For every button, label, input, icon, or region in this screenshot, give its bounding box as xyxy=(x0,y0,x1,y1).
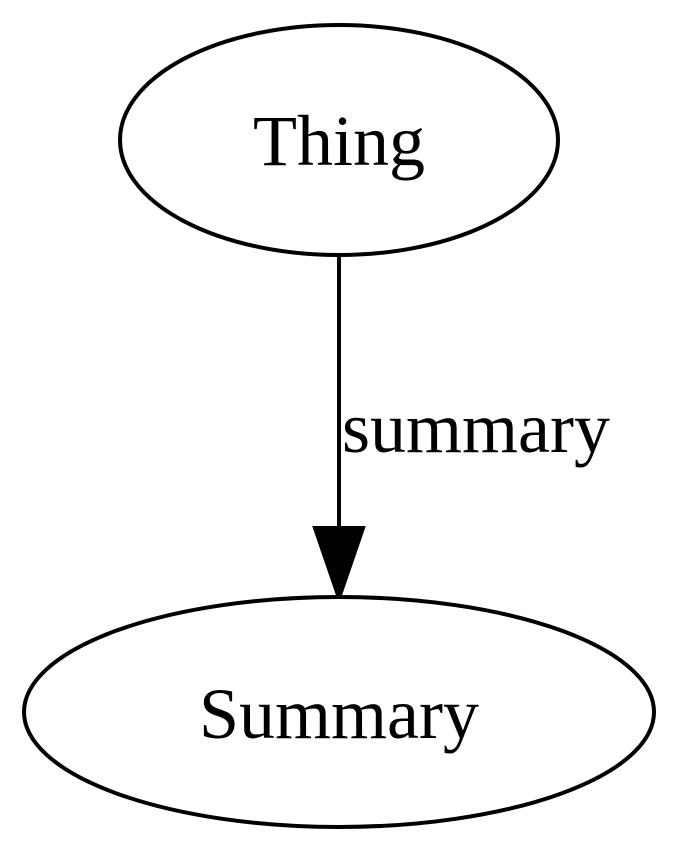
node-thing[interactable]: Thing xyxy=(118,23,560,257)
arrowhead-icon xyxy=(312,526,366,605)
node-thing-label: Thing xyxy=(253,101,425,181)
node-summary-label: Summary xyxy=(199,674,479,754)
node-thing-shape xyxy=(118,23,560,257)
edge-thing-summary: summary xyxy=(312,256,610,605)
edge-label: summary xyxy=(342,388,610,468)
node-summary[interactable]: Summary xyxy=(22,595,656,829)
node-summary-shape xyxy=(22,595,656,829)
